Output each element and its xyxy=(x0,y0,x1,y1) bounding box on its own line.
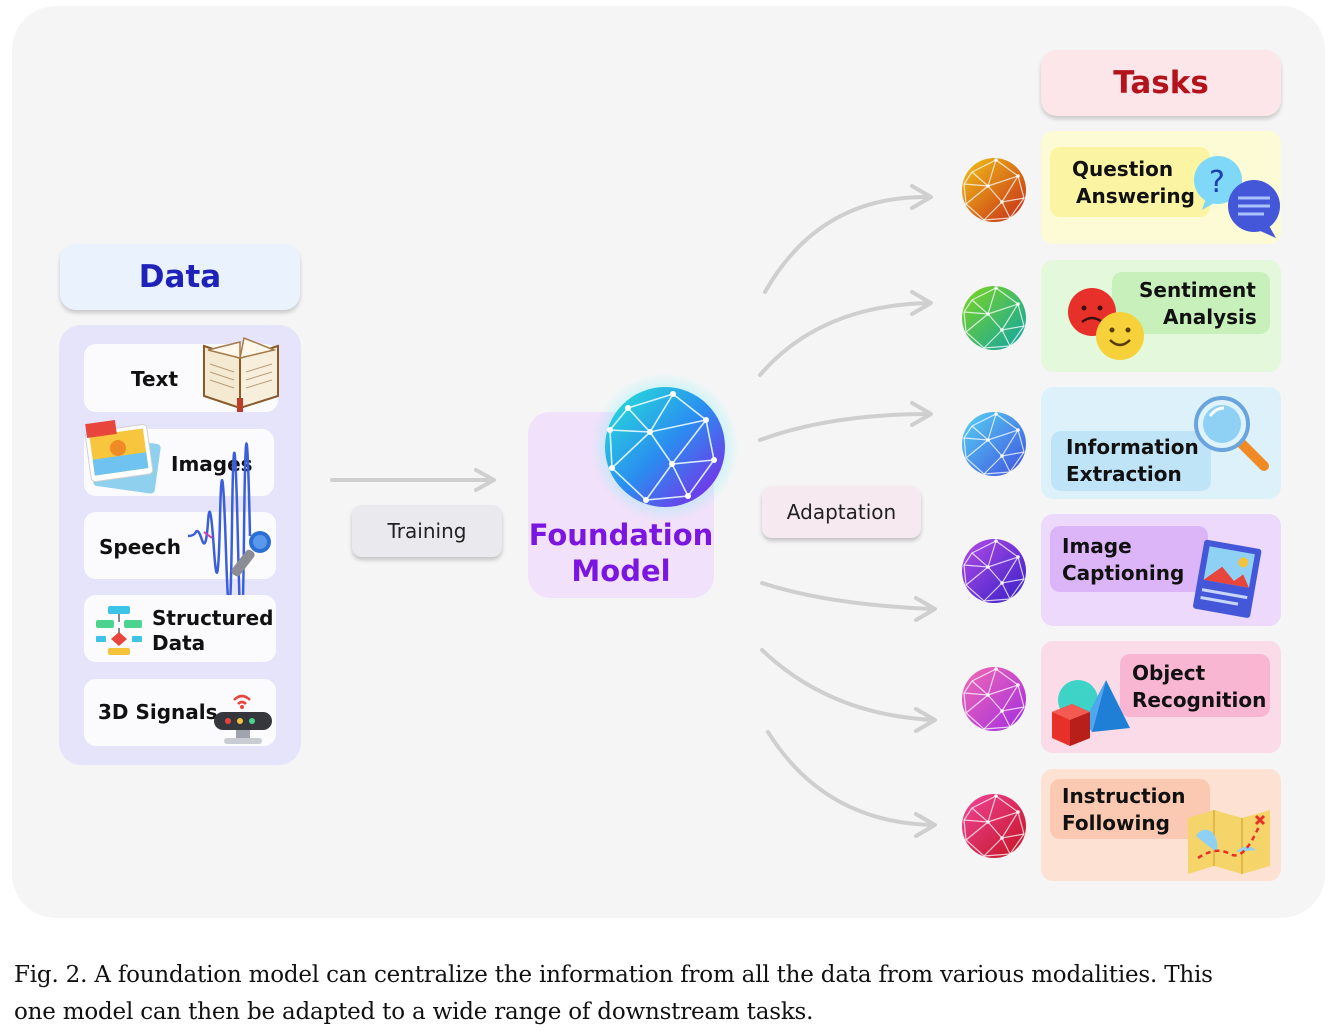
task-label-image-captioning-line2: Captioning xyxy=(1062,561,1185,585)
task-label-background xyxy=(1051,431,1211,491)
task-label-object-recognition-line1: Object xyxy=(1132,661,1206,685)
task-label-background xyxy=(1120,654,1270,717)
treasure-map-icon xyxy=(1188,810,1270,874)
flowchart-icon xyxy=(96,606,142,655)
figure-caption-line2: one model can then be adapted to a wide … xyxy=(14,999,814,1025)
task-sphere-object-recognition-icon xyxy=(962,667,1026,731)
sensor-device-icon xyxy=(214,694,272,744)
task-label-information-extraction-line2: Extraction xyxy=(1066,462,1182,486)
figure-caption-line1: Fig. 2. A foundation model can centraliz… xyxy=(14,962,1213,988)
task-label-question-answering-line2: Answering xyxy=(1076,184,1195,208)
task-label-instruction-following-line2: Following xyxy=(1062,811,1170,835)
training-arrow xyxy=(330,468,496,492)
data-item-images-label: Images xyxy=(171,452,253,476)
arrow-to-image-captioning xyxy=(760,581,936,611)
task-sphere-information-extraction-icon xyxy=(962,412,1026,476)
task-label-information-extraction-line1: Information xyxy=(1066,435,1199,459)
speech-bubbles-icon: ? xyxy=(1194,156,1280,238)
book-icon xyxy=(203,336,279,412)
foundation-model-line1: Foundation xyxy=(528,518,714,552)
tasks-title-box: Tasks xyxy=(1041,50,1281,116)
task-label-sentiment-analysis-line2: Analysis xyxy=(1163,305,1257,329)
task-label-instruction-following-line1: Instruction xyxy=(1062,784,1186,808)
task-label-background xyxy=(1050,147,1210,217)
task-label-background xyxy=(1050,526,1208,592)
tasks-title: Tasks xyxy=(1113,65,1209,101)
magnifier-icon xyxy=(1194,396,1269,471)
picture-caption-icon xyxy=(1193,539,1262,618)
task-label-image-captioning-line1: Image xyxy=(1062,534,1132,558)
task-sphere-question-answering-icon xyxy=(962,158,1026,222)
foundation-model-label: Foundation Model xyxy=(528,517,714,589)
arrow-to-question-answering xyxy=(763,194,932,294)
emoji-faces-icon xyxy=(1068,288,1144,360)
arrow-to-sentiment-analysis xyxy=(758,301,932,377)
task-label-object-recognition-line2: Recognition xyxy=(1132,688,1267,712)
training-label: Training xyxy=(352,505,502,557)
figure-caption: Fig. 2. A foundation model can centraliz… xyxy=(14,957,1334,1031)
arrow-to-object-recognition xyxy=(760,648,936,722)
task-label-question-answering-line1: Question xyxy=(1072,157,1174,181)
3d-shapes-icon xyxy=(1052,680,1130,746)
task-label-background xyxy=(1050,779,1210,839)
images-icon xyxy=(84,419,161,494)
foundation-model-line2: Model xyxy=(571,554,671,588)
data-title-box: Data xyxy=(60,244,300,310)
data-item-structured-line1: Structured xyxy=(152,606,274,630)
data-item-speech-label: Speech xyxy=(99,535,181,559)
data-item-text-label: Text xyxy=(131,367,179,391)
data-title: Data xyxy=(138,259,222,295)
task-sphere-image-captioning-icon xyxy=(962,539,1026,603)
task-sphere-sentiment-analysis-icon xyxy=(962,286,1026,350)
arrow-to-information-extraction xyxy=(758,412,932,442)
data-item-3d-signals-label: 3D Signals xyxy=(98,700,218,724)
foundation-model-sphere-icon xyxy=(591,373,739,521)
data-item-structured-line2: Data xyxy=(152,631,206,655)
adaptation-label: Adaptation xyxy=(762,486,921,538)
svg-text:?: ? xyxy=(1209,165,1225,200)
task-label-sentiment-analysis-line1: Sentiment xyxy=(1139,278,1256,302)
arrow-to-instruction-following xyxy=(766,730,936,827)
task-sphere-instruction-following-icon xyxy=(962,794,1026,858)
